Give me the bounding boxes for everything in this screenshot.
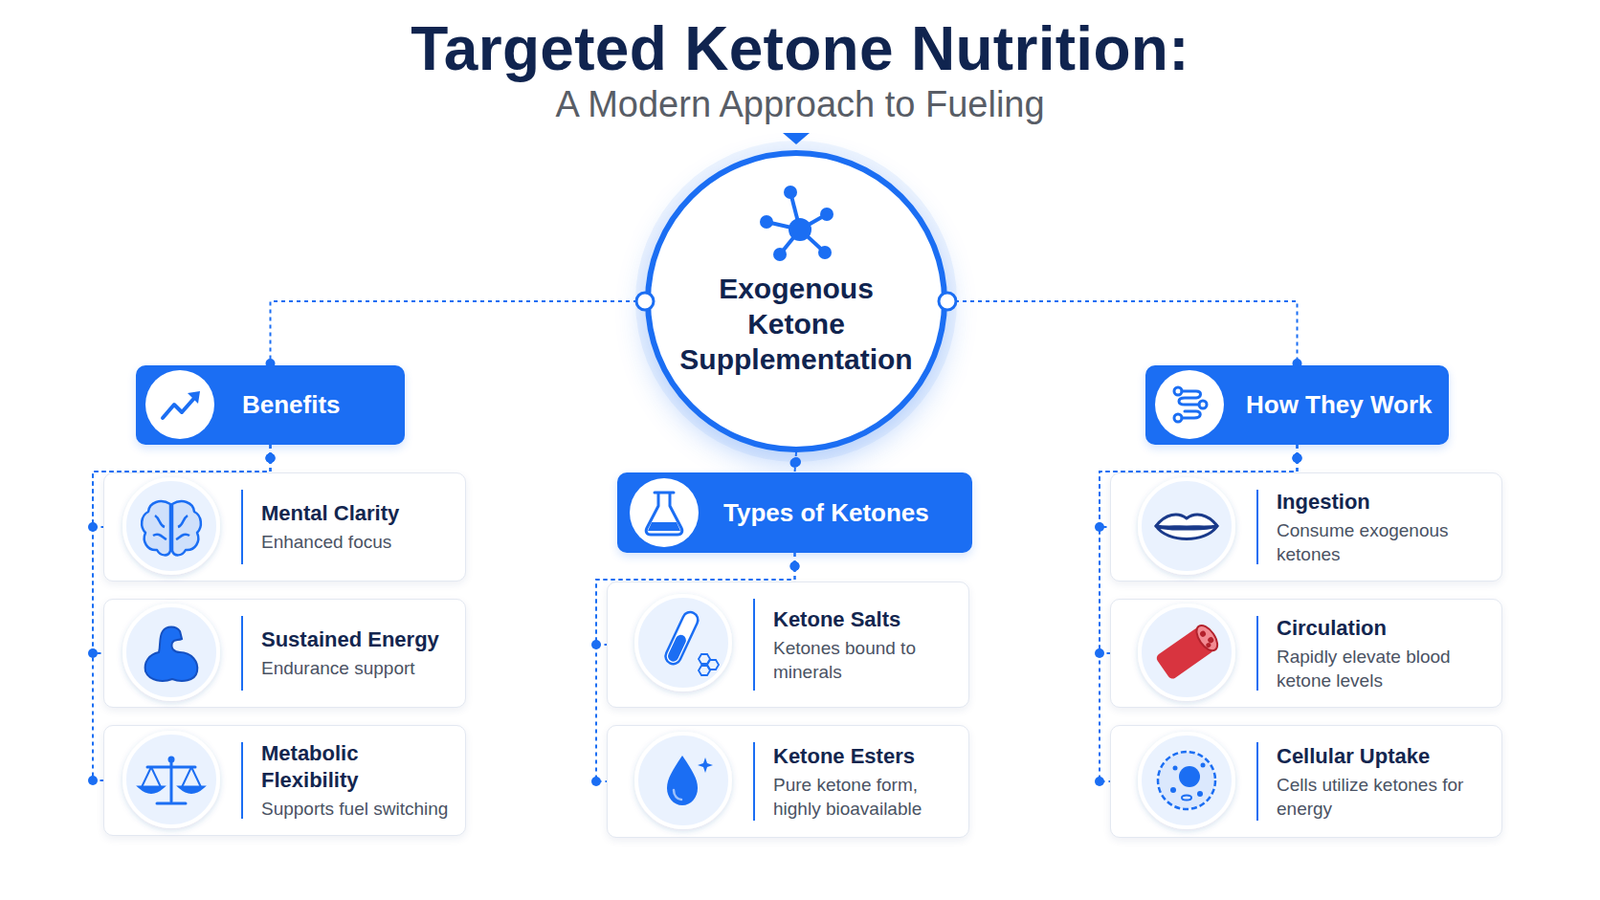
connector-dot: [790, 561, 800, 572]
connector-dot: [790, 458, 800, 468]
hub-text-wrap: Exogenous Ketone Supplementation: [676, 270, 916, 378]
info-card: Ketone SaltsKetones bound to minerals: [606, 581, 970, 709]
card-text-wrap: Cellular UptakeCells utilize ketones for…: [1256, 742, 1496, 822]
card-body: Supports fuel switching: [261, 797, 460, 822]
diagram-title: Targeted Ketone Nutrition:: [0, 13, 1600, 85]
connector-dot: [88, 522, 98, 533]
card-body: Cells utilize ketones for energy: [1276, 773, 1483, 822]
header-text: How They Work: [1245, 390, 1433, 421]
info-card: Cellular UptakeCells utilize ketones for…: [1110, 725, 1503, 839]
category-header: Types of Ketones: [617, 472, 973, 554]
card-body: Ketones bound to minerals: [773, 636, 917, 685]
connector-dot: [1292, 453, 1303, 464]
connector-line: [795, 452, 798, 473]
card-text-wrap: IngestionConsume exogenous ketones: [1256, 489, 1496, 565]
connector-dot: [266, 453, 276, 464]
dashed-connector: [790, 452, 802, 473]
subtitle-label: A Modern Approach to Fueling: [0, 82, 1600, 127]
connector-dot: [591, 777, 601, 787]
connector-dot: [791, 457, 801, 467]
info-card: Sustained EnergyEndurance support: [103, 599, 467, 709]
card-text-wrap: CirculationRapidly elevate blood ketone …: [1256, 616, 1496, 691]
info-card: Ketone EstersPure ketone form, highly bi…: [606, 725, 970, 839]
card-heading: Sustained Energy: [261, 626, 460, 654]
card-text-wrap: Mental ClarityEnhanced focus: [241, 489, 460, 565]
connector-dot: [790, 561, 800, 572]
connector-dot: [266, 453, 276, 464]
card-text-wrap: Metabolic FlexibilitySupports fuel switc…: [241, 742, 460, 820]
connector-dot: [1094, 648, 1105, 659]
card-heading: Ketone Esters: [773, 743, 963, 771]
connector-dot: [1292, 453, 1303, 464]
hub-title: Exogenous Ketone Supplementation: [676, 270, 916, 378]
card-text-wrap: Ketone EstersPure ketone form, highly bi…: [753, 742, 963, 822]
connector-dot: [1094, 522, 1105, 533]
dashed-connector: [938, 292, 1303, 369]
hub-circle: Exogenous Ketone Supplementation: [644, 150, 948, 453]
header-text: Benefits: [242, 390, 341, 421]
pointer-triangle: [782, 133, 810, 145]
card-body: Consume exogenous ketones: [1276, 518, 1483, 567]
card-body: Endurance support: [261, 656, 460, 681]
header-text: Types of Ketones: [723, 498, 930, 529]
dashed-connector: [266, 292, 655, 369]
card-body: Pure ketone form, highly bioavailable: [773, 773, 963, 822]
card-text-wrap: Sustained EnergyEndurance support: [241, 616, 460, 691]
connector-line: [270, 301, 646, 366]
card-heading: Circulation: [1276, 615, 1496, 643]
category-header: How They Work: [1145, 365, 1449, 445]
card-heading: Cellular Uptake: [1276, 743, 1496, 771]
connector-dot: [88, 648, 98, 659]
connector-dot: [88, 776, 98, 786]
category-header: Benefits: [135, 365, 405, 445]
card-body: Enhanced focus: [261, 530, 460, 555]
card-body: Rapidly elevate blood ketone levels: [1276, 644, 1483, 693]
card-text-wrap: Ketone SaltsKetones bound to minerals: [753, 599, 963, 691]
info-card: CirculationRapidly elevate blood ketone …: [1110, 599, 1503, 709]
connector-dot: [591, 640, 601, 650]
connector-line: [947, 301, 1298, 366]
info-card: Mental ClarityEnhanced focus: [103, 472, 467, 582]
connector-dot: [266, 453, 276, 464]
connector-dot: [1094, 777, 1105, 787]
card-heading: Mental Clarity: [261, 500, 460, 528]
info-card: Metabolic FlexibilitySupports fuel switc…: [103, 725, 467, 837]
info-card: IngestionConsume exogenous ketones: [1110, 472, 1503, 582]
card-heading: Ketone Salts: [773, 606, 963, 634]
connector-dot: [1292, 453, 1303, 464]
card-heading: Ingestion: [1276, 488, 1496, 516]
divider-line: [535, 133, 1063, 136]
card-heading: Metabolic Flexibility: [261, 740, 460, 795]
